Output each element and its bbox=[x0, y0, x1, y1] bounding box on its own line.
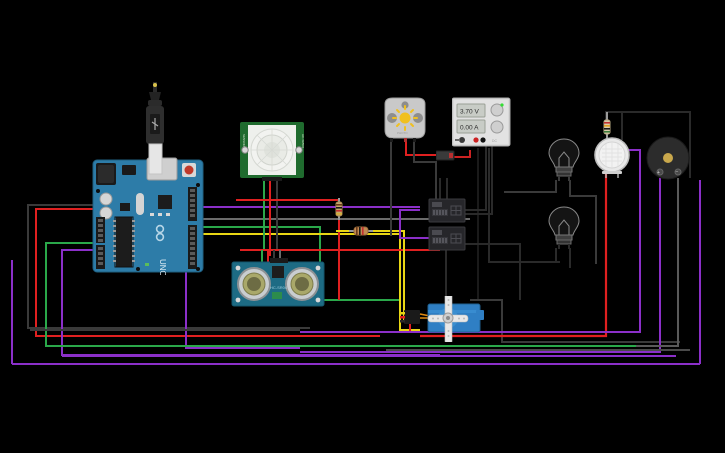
wire-black-left bbox=[27, 204, 310, 329]
wire-bulb2-left bbox=[504, 248, 557, 263]
multimeter-voltage-display: 3.70 V bbox=[460, 109, 479, 116]
photoresistor-module[interactable]: PHOTO bbox=[379, 96, 431, 144]
wire-led-top-loop bbox=[622, 111, 691, 178]
wire-bulb1-left bbox=[504, 180, 557, 193]
buzzer-plus-label: + bbox=[657, 170, 660, 176]
led-white[interactable] bbox=[594, 136, 636, 180]
light-bulb-2[interactable] bbox=[546, 204, 582, 252]
wire-purple-bottom bbox=[11, 260, 700, 365]
svg-text:SENSOR: SENSOR bbox=[242, 134, 246, 148]
wire-resistor-h-right bbox=[370, 230, 405, 322]
wire-batt-red bbox=[453, 150, 471, 158]
servo-motor[interactable] bbox=[400, 296, 490, 342]
resistor-horizontal[interactable] bbox=[349, 225, 373, 237]
multimeter-current-display: 0.00 A bbox=[460, 125, 479, 132]
relay-module-2[interactable] bbox=[428, 226, 466, 252]
svg-text:PHOTO: PHOTO bbox=[397, 131, 408, 135]
resistor-vertical[interactable] bbox=[333, 198, 345, 220]
svg-text:DC: DC bbox=[492, 139, 497, 143]
battery-clip[interactable] bbox=[436, 150, 456, 162]
wire-servo-top bbox=[470, 299, 680, 343]
ultrasonic-sensor[interactable]: HC-SR04 bbox=[230, 256, 326, 310]
svg-text:HC-SR04: HC-SR04 bbox=[270, 285, 288, 290]
wire-red-left bbox=[35, 208, 380, 337]
wire-relay2-purple bbox=[399, 209, 430, 239]
wire-bulb1-right bbox=[569, 180, 597, 264]
wire-buzzer-minus bbox=[300, 178, 661, 353]
resistor-led[interactable] bbox=[601, 112, 613, 142]
pir-motion-sensor[interactable]: SENSOR HC-SR501 bbox=[238, 120, 308, 182]
sun-icon bbox=[392, 105, 418, 131]
wire-ldr-black-right bbox=[413, 140, 437, 200]
arduino-silk-label: UNO bbox=[158, 259, 167, 275]
svg-text:HC-SR501: HC-SR501 bbox=[301, 134, 305, 149]
wire-led-red-down bbox=[420, 174, 608, 338]
relay-module-1[interactable] bbox=[428, 198, 466, 224]
wire-relay2-right bbox=[464, 243, 521, 300]
wire-relay1-right2 bbox=[464, 120, 493, 215]
multimeter[interactable]: 3.70 V 0.00 A DC bbox=[452, 96, 514, 152]
usb-cable[interactable] bbox=[140, 82, 174, 178]
buzzer-minus-label: − bbox=[676, 170, 679, 176]
piezo-buzzer[interactable]: + − bbox=[646, 136, 694, 184]
arduino-uno-board[interactable]: UNO bbox=[90, 155, 208, 275]
wire-relay1-right bbox=[464, 120, 487, 211]
light-bulb-1[interactable] bbox=[546, 136, 582, 184]
